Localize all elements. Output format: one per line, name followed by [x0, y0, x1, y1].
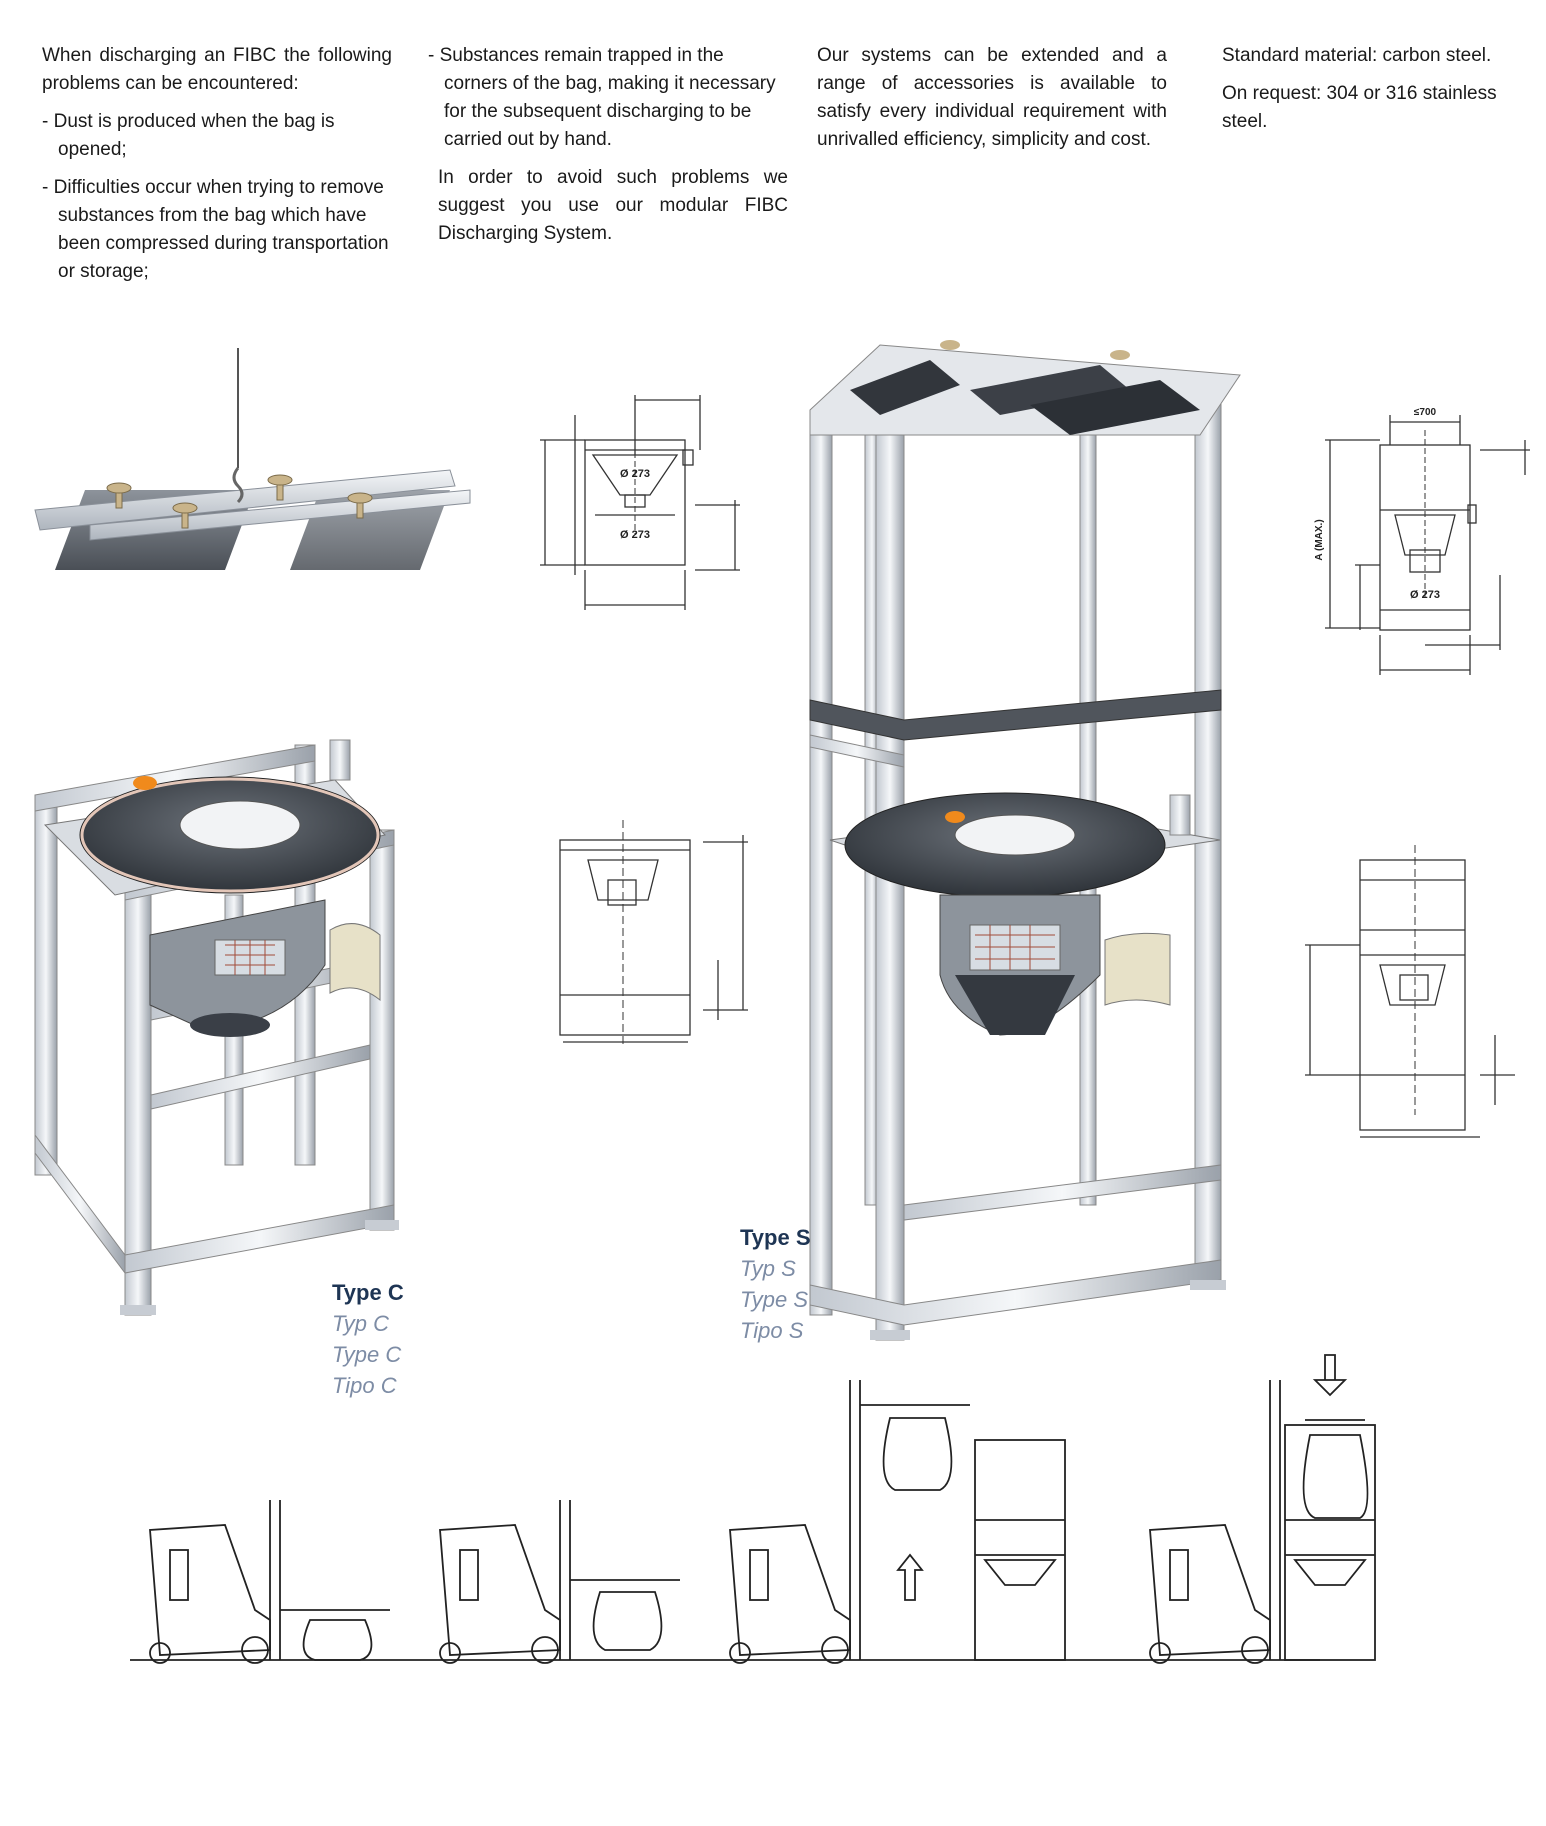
tech-drawing-type-s-2	[1305, 845, 1515, 1138]
caption-type-s-it: Tipo S	[740, 1318, 804, 1343]
forklift-4	[1149, 1354, 1376, 1664]
forklift-3	[729, 1380, 970, 1664]
forklift-1	[149, 1500, 390, 1664]
intro-column-2: - Substances remain trapped in the corne…	[428, 42, 788, 258]
intro-column-4: Standard material: carbon steel. On requ…	[1222, 42, 1542, 146]
intro-text: When discharging an FIBC the following p…	[42, 45, 392, 94]
intro-column-1: When discharging an FIBC the following p…	[42, 42, 392, 296]
caption-type-s-de: Typ S	[740, 1256, 796, 1281]
caption-type-c-fr: Type C	[332, 1342, 402, 1367]
problem-item-2: - Difficulties occur when trying to remo…	[42, 177, 389, 282]
caption-type-c-it: Tipo C	[332, 1373, 397, 1398]
tech-drawing-type-c-2	[559, 820, 748, 1045]
diameter-label-s: Ø 273	[1410, 589, 1440, 601]
lifting-frame-illustration	[34, 348, 471, 570]
caption-type-s: Type S Typ S Type S Tipo S	[740, 1222, 811, 1346]
diameter-label: Ø 273	[620, 529, 650, 541]
material-on-request: On request: 304 or 316 stainless steel.	[1222, 83, 1497, 132]
diameter-label-top: Ø 273	[620, 468, 650, 480]
tech-drawing-type-c-1: Ø 273 Ø 273	[540, 395, 740, 610]
standard-material: Standard material: carbon steel.	[1222, 45, 1492, 66]
top-width-label: ≤700	[1414, 407, 1437, 418]
suggestion-text: In order to avoid such problems we sugge…	[438, 167, 788, 244]
caption-type-s-fr: Type S	[740, 1287, 809, 1312]
height-label: A (MAX.)	[1314, 519, 1325, 560]
caption-type-c: Type C Typ C Type C Tipo C	[332, 1277, 404, 1401]
forklift-2	[439, 1500, 680, 1664]
intro-column-3: Our systems can be extended and a range …	[817, 42, 1167, 164]
accessories-text: Our systems can be extended and a range …	[817, 45, 1167, 150]
caption-type-c-de: Typ C	[332, 1311, 390, 1336]
caption-type-s-en: Type S	[740, 1225, 811, 1250]
caption-type-c-en: Type C	[332, 1280, 404, 1305]
problem-item-3: - Substances remain trapped in the corne…	[428, 45, 776, 150]
problem-item-1: - Dust is produced when the bag is opene…	[42, 111, 335, 160]
type-c-discharging-station	[34, 739, 399, 1316]
type-s-discharging-station	[809, 340, 1241, 1341]
tech-drawing-type-s-1: ≤700 Ø 273 A (MAX.)	[1314, 407, 1530, 675]
forklift-loading-sequence	[130, 1354, 1376, 1664]
